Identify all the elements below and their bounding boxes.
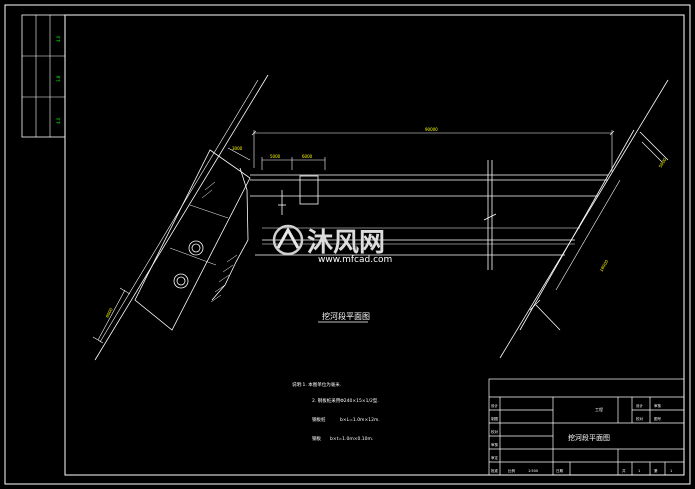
dim-left-lower: 6000	[104, 307, 113, 319]
outer-border	[4, 4, 691, 485]
tb-drawing-name: 挖河段平面图	[568, 433, 610, 442]
side-mark-1: 4.0	[56, 35, 61, 42]
tb-sheet-label: 共	[622, 468, 626, 473]
side-table: 4.0 3.8 4.0	[21, 14, 66, 138]
tb-left-6: 批准	[491, 468, 499, 473]
note-3-value: b×L=1.0m×12m.	[340, 417, 380, 423]
top-dimension	[251, 130, 615, 172]
tb-r1-c2: 审核	[654, 403, 662, 408]
tb-r1-c1: 设计	[636, 403, 644, 408]
dim-top-left-a: 5000	[270, 154, 281, 159]
tb-page-value: 1	[670, 469, 672, 473]
tb-date-label: 日期	[556, 468, 564, 473]
left-lower-dimension	[92, 287, 131, 344]
tb-left-1: 设计	[491, 403, 499, 408]
dim-top-left-b: 6000	[302, 154, 313, 159]
tb-scale-value: 1:500	[528, 469, 538, 473]
inner-border	[64, 14, 685, 476]
note-heading: 说明:1. 本图单位为毫米.	[292, 381, 341, 388]
note-3-label: 钢板桩	[312, 416, 326, 423]
dim-top-overall: 90000	[425, 127, 438, 132]
tb-scale-label: 比例	[508, 468, 516, 473]
note-4-value: b×t=1.0m×0.10m.	[330, 436, 373, 442]
dim-right-side: 5000	[658, 157, 668, 169]
side-mark-3: 4.0	[56, 117, 61, 124]
tb-page-label: 第	[654, 468, 658, 473]
channel	[250, 160, 608, 270]
tb-r2-c1: 校对	[636, 416, 644, 421]
watermark-url: www.mfcad.com	[318, 255, 392, 265]
side-mark-2: 3.8	[56, 75, 61, 82]
left-top-dimension	[227, 147, 251, 161]
tb-left-5: 审定	[491, 455, 499, 460]
notes: 说明:1. 本图单位为毫米. 2. 钢板桩采用Φ240×15×1/2型. 钢板桩…	[292, 381, 380, 442]
tb-left-3: 校对	[491, 429, 499, 434]
watermark: 沐风网 www.mfcad.com	[272, 224, 392, 265]
tb-r1-mid: 工程	[595, 406, 603, 412]
title-block	[488, 378, 685, 476]
dim-top-side: 3000	[232, 146, 243, 151]
note-4-label: 钢板	[312, 435, 321, 442]
right-embankment	[499, 79, 669, 359]
plan-title: 挖河段平面图	[322, 311, 370, 321]
tb-left-4: 审核	[491, 442, 499, 447]
tb-r2-c2: 图号	[654, 416, 662, 421]
note-2: 2. 钢板桩采用Φ240×15×1/2型.	[312, 397, 379, 404]
tb-sheet-value: 1	[638, 469, 640, 473]
left-embankment	[94, 74, 269, 361]
dim-right-long: 18000	[599, 259, 610, 273]
tb-left-2: 制图	[491, 416, 499, 421]
watermark-brand: 沐风网	[307, 228, 385, 258]
